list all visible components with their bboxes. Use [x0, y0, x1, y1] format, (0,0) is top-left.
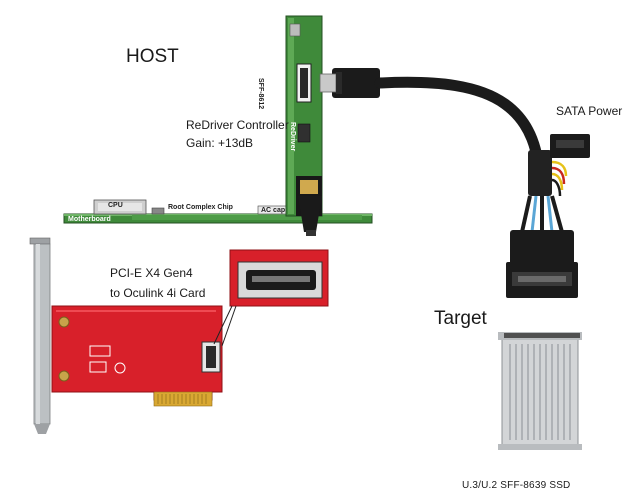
pcie-gold-fingers: [153, 391, 213, 407]
sata-power-connector: [550, 134, 590, 197]
ssd-label: U.3/U.2 SFF-8639 SSD: [462, 480, 571, 491]
cpu-chip: [93, 199, 147, 215]
sata-power-label: SATA Power: [556, 104, 623, 118]
pcie-bracket: [29, 237, 51, 434]
ssd-drive: [498, 332, 582, 450]
redriver-label-line2: Gain: +13dB: [186, 136, 254, 150]
u2-connector: [506, 230, 578, 298]
oculink-cable: [319, 68, 552, 196]
root-complex-label: Root Complex Chip: [168, 204, 233, 211]
cable-wires: [520, 195, 564, 233]
redriver-label-line1: ReDriver Controller: [186, 118, 289, 132]
redriver-chip-label: ReDriver: [289, 122, 296, 152]
target-label: Target: [434, 308, 487, 329]
motherboard: [63, 213, 373, 224]
host-adapter-board: [285, 15, 323, 236]
ac-cap-label: AC cap: [261, 207, 286, 214]
pcie-card-label-line1: PCI-E X4 Gen4: [110, 266, 193, 280]
pcie-card: [51, 305, 223, 401]
host-label: HOST: [126, 46, 179, 67]
motherboard-label: Motherboard: [68, 216, 111, 223]
sff-8612-label: SFF-8612: [257, 78, 264, 110]
pcie-card-label-line2: to Oculink 4i Card: [110, 286, 206, 300]
port-zoom-callout: [213, 249, 329, 347]
cpu-label: CPU: [108, 202, 123, 209]
root-complex-chip: [151, 207, 165, 215]
